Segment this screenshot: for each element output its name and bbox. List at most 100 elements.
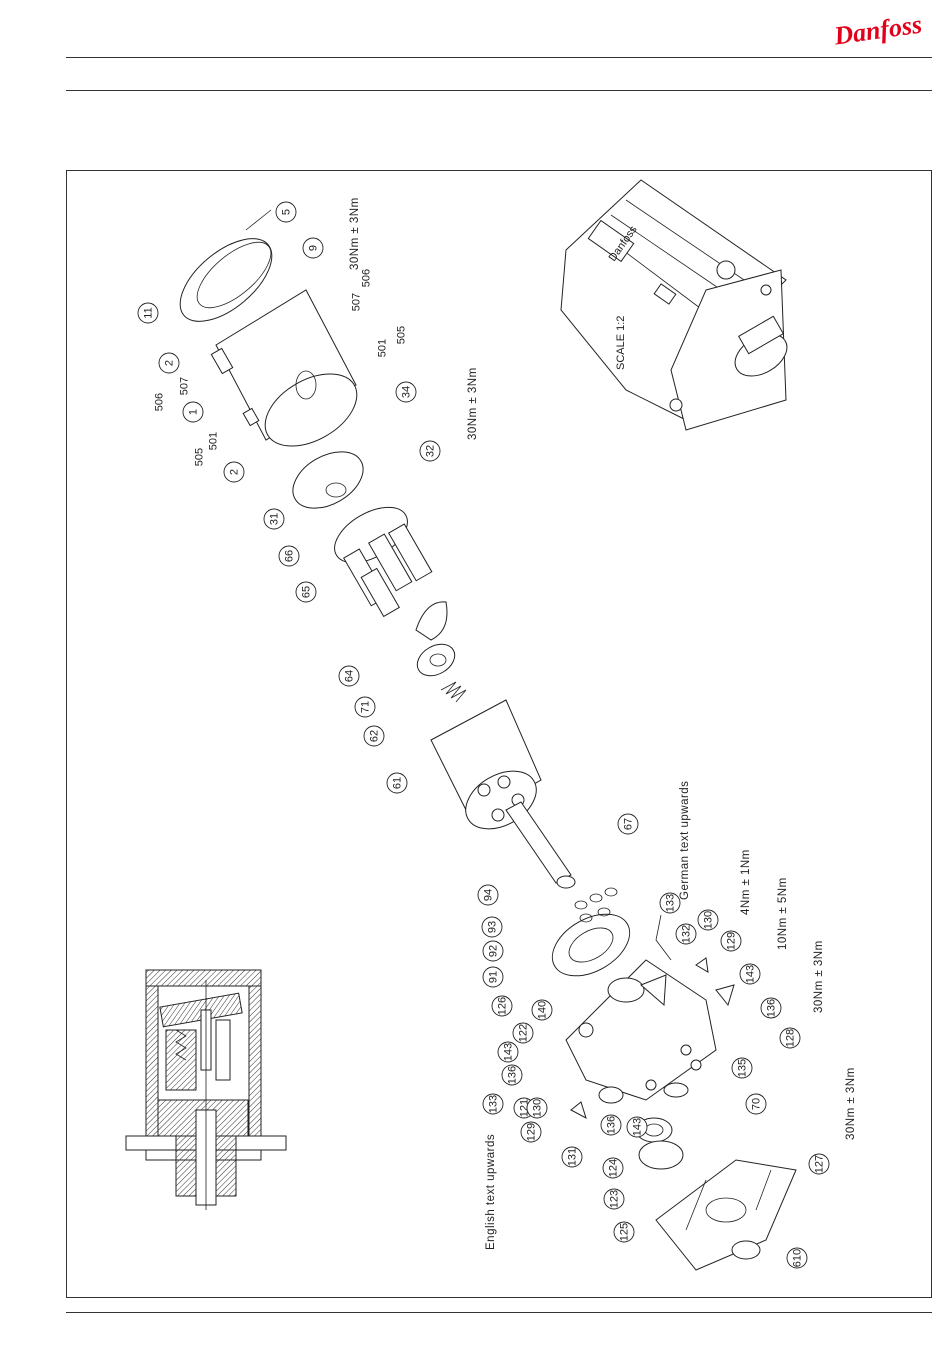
part-number-129: 129 [526, 1123, 538, 1141]
callout-bubble [603, 1188, 625, 1210]
callout-bubble [482, 966, 504, 988]
callout-bubble [419, 440, 441, 462]
part-number-506: 506 [154, 393, 166, 411]
exploded-parts [179, 209, 797, 1271]
part-number-505: 505 [194, 448, 206, 466]
callout-bubble [512, 1022, 534, 1044]
part-number-2: 2 [229, 469, 241, 475]
callout-bubble [275, 201, 297, 223]
part-number-5: 5 [281, 209, 293, 215]
part-number-62: 62 [369, 730, 381, 742]
part-number-67: 67 [623, 818, 635, 830]
callout-bubble [386, 772, 408, 794]
part-number-66: 66 [284, 550, 296, 562]
callout-bubble [531, 999, 553, 1021]
part-number-123: 123 [609, 1190, 621, 1208]
part-number-133: 133 [488, 1095, 500, 1113]
callout-bubble [395, 381, 417, 403]
part-number-126: 126 [497, 997, 509, 1015]
part-number-91: 91 [488, 971, 500, 983]
callout-bubble [137, 302, 159, 324]
callout-bubble [481, 916, 503, 938]
part-number-132: 132 [681, 925, 693, 943]
part-number-34: 34 [401, 386, 413, 398]
part-number-122: 122 [518, 1024, 530, 1042]
part-number-2: 2 [164, 360, 176, 366]
callout-bubble [561, 1146, 583, 1168]
logo-wordmark: Danfoss [832, 10, 924, 50]
part-number-506: 506 [361, 269, 373, 287]
callout-bubble [626, 1116, 648, 1138]
callout-bubble [600, 1114, 622, 1136]
part-number-9: 9 [308, 245, 320, 251]
part-number-610: 610 [792, 1249, 804, 1267]
callout-bubble [786, 1247, 808, 1269]
assembled-motor-view: SCALE 1:2 Danfoss [560, 179, 788, 431]
callout-bubble [482, 1093, 504, 1115]
callout-bubble [158, 352, 180, 374]
part-number-127: 127 [814, 1155, 826, 1173]
callout-bubble [659, 892, 681, 914]
part-number-94: 94 [483, 889, 495, 901]
part-number-121: 121 [519, 1099, 531, 1117]
scale-note: SCALE 1:2 [615, 316, 627, 370]
callout-bubble [338, 665, 360, 687]
callout-bubble [779, 1027, 801, 1049]
part-number-133: 133 [665, 894, 677, 912]
callout-bubble [491, 995, 513, 1017]
exploded-view-drawing: SCALE 1:2 Danfoss [125, 179, 857, 1271]
drawing-frame [66, 170, 932, 1298]
callout-bubble [354, 696, 376, 718]
part-callouts: 5911250650715015052507506501505343231666… [137, 201, 830, 1269]
callout-bubble [363, 725, 385, 747]
part-number-11: 11 [143, 307, 155, 318]
part-number-70: 70 [751, 1098, 763, 1110]
part-number-65: 65 [301, 586, 313, 598]
english-text-note: English text upwards [485, 1134, 497, 1250]
part-number-136: 136 [507, 1066, 519, 1084]
callout-bubble [477, 884, 499, 906]
part-number-92: 92 [488, 945, 500, 957]
callout-bubble [760, 997, 782, 1019]
part-number-507: 507 [351, 293, 363, 311]
callout-bubble [731, 1057, 753, 1079]
part-number-71: 71 [360, 701, 372, 713]
part-number-129: 129 [726, 932, 738, 950]
callout-bubble [602, 1157, 624, 1179]
callout-bubble [295, 581, 317, 603]
part-number-61: 61 [392, 777, 404, 789]
torque-note-32: 30Nm ± 3Nm [467, 367, 479, 440]
part-number-130: 130 [532, 1099, 544, 1117]
part-number-32: 32 [425, 445, 437, 457]
torque-note-127: 30Nm ± 3Nm [845, 1067, 857, 1140]
part-number-143: 143 [745, 965, 757, 983]
part-number-140: 140 [537, 1001, 549, 1019]
part-number-128: 128 [785, 1029, 797, 1047]
callout-bubble [482, 940, 504, 962]
part-number-130: 130 [703, 911, 715, 929]
callout-bubble [617, 813, 639, 835]
part-number-505: 505 [396, 326, 408, 344]
torque-note-143: 10Nm ± 5Nm [777, 877, 789, 950]
torque-note-5: 30Nm ± 3Nm [349, 197, 361, 270]
header-rule-bottom [66, 90, 932, 91]
part-number-501: 501 [208, 432, 220, 450]
part-number-143: 143 [503, 1043, 515, 1061]
callout-bubble [613, 1221, 635, 1243]
callout-bubble [278, 545, 300, 567]
part-number-135: 135 [737, 1059, 749, 1077]
callout-bubble [302, 237, 324, 259]
part-number-507: 507 [179, 377, 191, 395]
callout-bubble [520, 1121, 542, 1143]
callout-bubble [501, 1064, 523, 1086]
header-rule-top [66, 57, 932, 58]
callout-bubble [745, 1093, 767, 1115]
part-number-1: 1 [188, 409, 200, 415]
part-number-93: 93 [487, 921, 499, 933]
callout-bubble [739, 963, 761, 985]
footer-rule [66, 1312, 932, 1313]
callout-bubble [263, 508, 285, 530]
part-number-136: 136 [606, 1116, 618, 1134]
callout-bubble [182, 401, 204, 423]
part-number-64: 64 [344, 670, 356, 682]
